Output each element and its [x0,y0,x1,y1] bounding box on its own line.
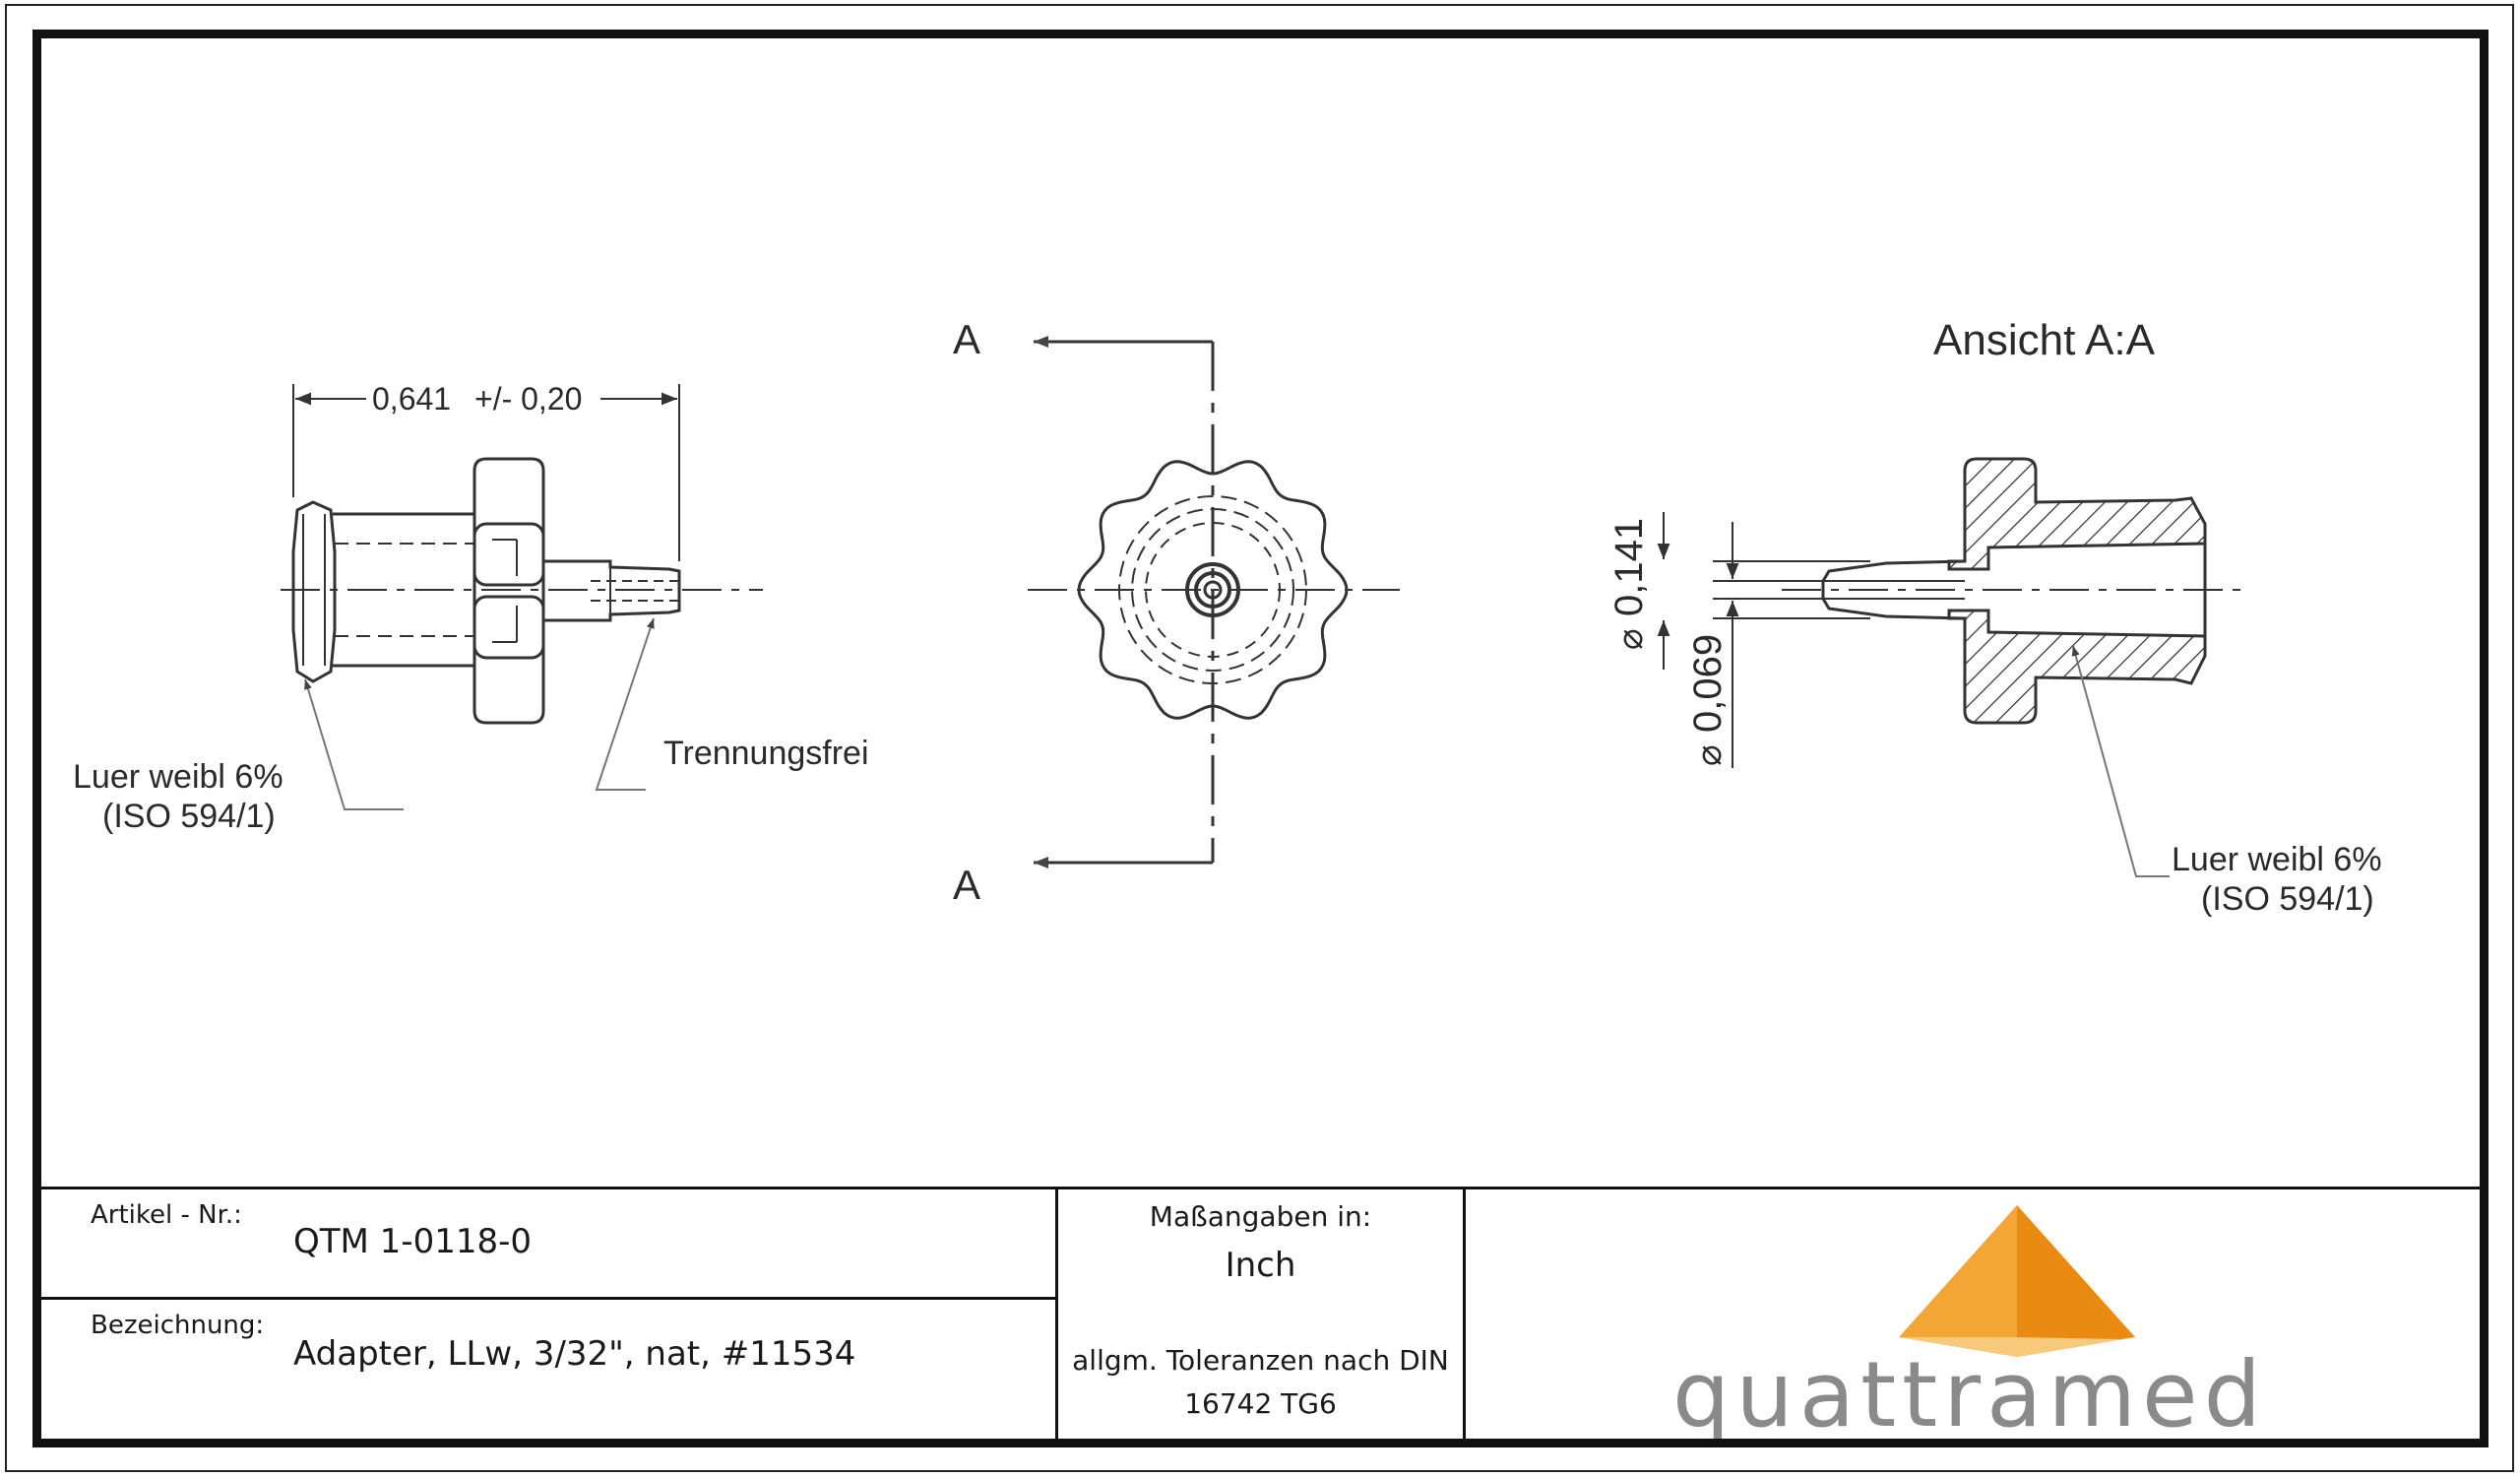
logo-triangle-right [2017,1205,2135,1357]
bezeichnung-value: Adapter, LLw, 3/32", nat, #11534 [293,1334,856,1374]
dia-inner-dim: ⌀ 0,069 [1686,634,1730,766]
end-view [1028,336,1400,868]
front-grip-flange [472,457,545,725]
quattramed-logo: quattramed [1672,1205,2267,1439]
units-cell: Maßangaben in: Inch allgm. Toleranzen na… [1058,1187,1463,1439]
front-nozzle [543,559,681,622]
dia-inner-symbol: ⌀ [1688,744,1729,766]
front-luer-label-2: (ISO 594/1) [102,798,276,835]
section-letter-top: A [953,316,980,362]
title-block-top-rule [41,1187,2480,1189]
sheet-outer-border [5,4,2514,1472]
front-trennungsfrei-label: Trennungsfrei [663,735,869,772]
section-nozzle [1821,559,1966,620]
units-value: Inch [1225,1246,1296,1285]
section-letter-bottom: A [953,862,980,908]
front-length-value: 0,641 [372,381,451,417]
tolerance-line-1: allgm. Toleranzen nach DIN [1072,1344,1449,1377]
section-luer-label-1: Luer weibl 6% [2172,841,2382,878]
tolerance-line-2: 16742 TG6 [1184,1387,1337,1420]
front-luer-label-1: Luer weibl 6% [73,758,284,796]
logo-triangle-left [1899,1205,2017,1357]
section-luer-label-2: (ISO 594/1) [2201,880,2374,918]
title-block-col-divider-1 [1055,1187,1058,1439]
artikel-value: QTM 1-0118-0 [293,1222,533,1261]
logo-wordmark: quattramed [1672,1342,2267,1439]
title-block-row-divider [41,1297,1055,1300]
front-tolerance: +/- 0,20 [474,381,582,417]
hub-outer [1185,562,1240,617]
section-body-top [1947,457,2207,571]
logo-triangle-base [1899,1337,2135,1357]
section-view [1657,457,2244,877]
title-block: Artikel - Nr.: QTM 1-0118-0 Bezeichnung:… [41,1187,2480,1439]
knob-outline [1077,460,1349,720]
dia-outer-symbol: ⌀ [1609,628,1650,650]
artikel-label: Artikel - Nr.: [91,1200,242,1230]
section-body-bottom [1947,609,2207,725]
front-luer-flange [291,500,337,683]
dia-inner-value: 0,069 [1686,634,1730,733]
bezeichnung-label: Bezeichnung: [91,1311,265,1340]
dia-outer-value: 0,141 [1607,518,1651,616]
front-view [281,384,763,810]
drawing-frame [32,30,2488,1447]
dia-outer-dim: ⌀ 0,141 [1607,518,1651,650]
section-view-title: Ansicht A:A [1933,316,2156,364]
units-label: Maßangaben in: [1149,1200,1372,1233]
title-block-col-divider-2 [1463,1187,1466,1439]
